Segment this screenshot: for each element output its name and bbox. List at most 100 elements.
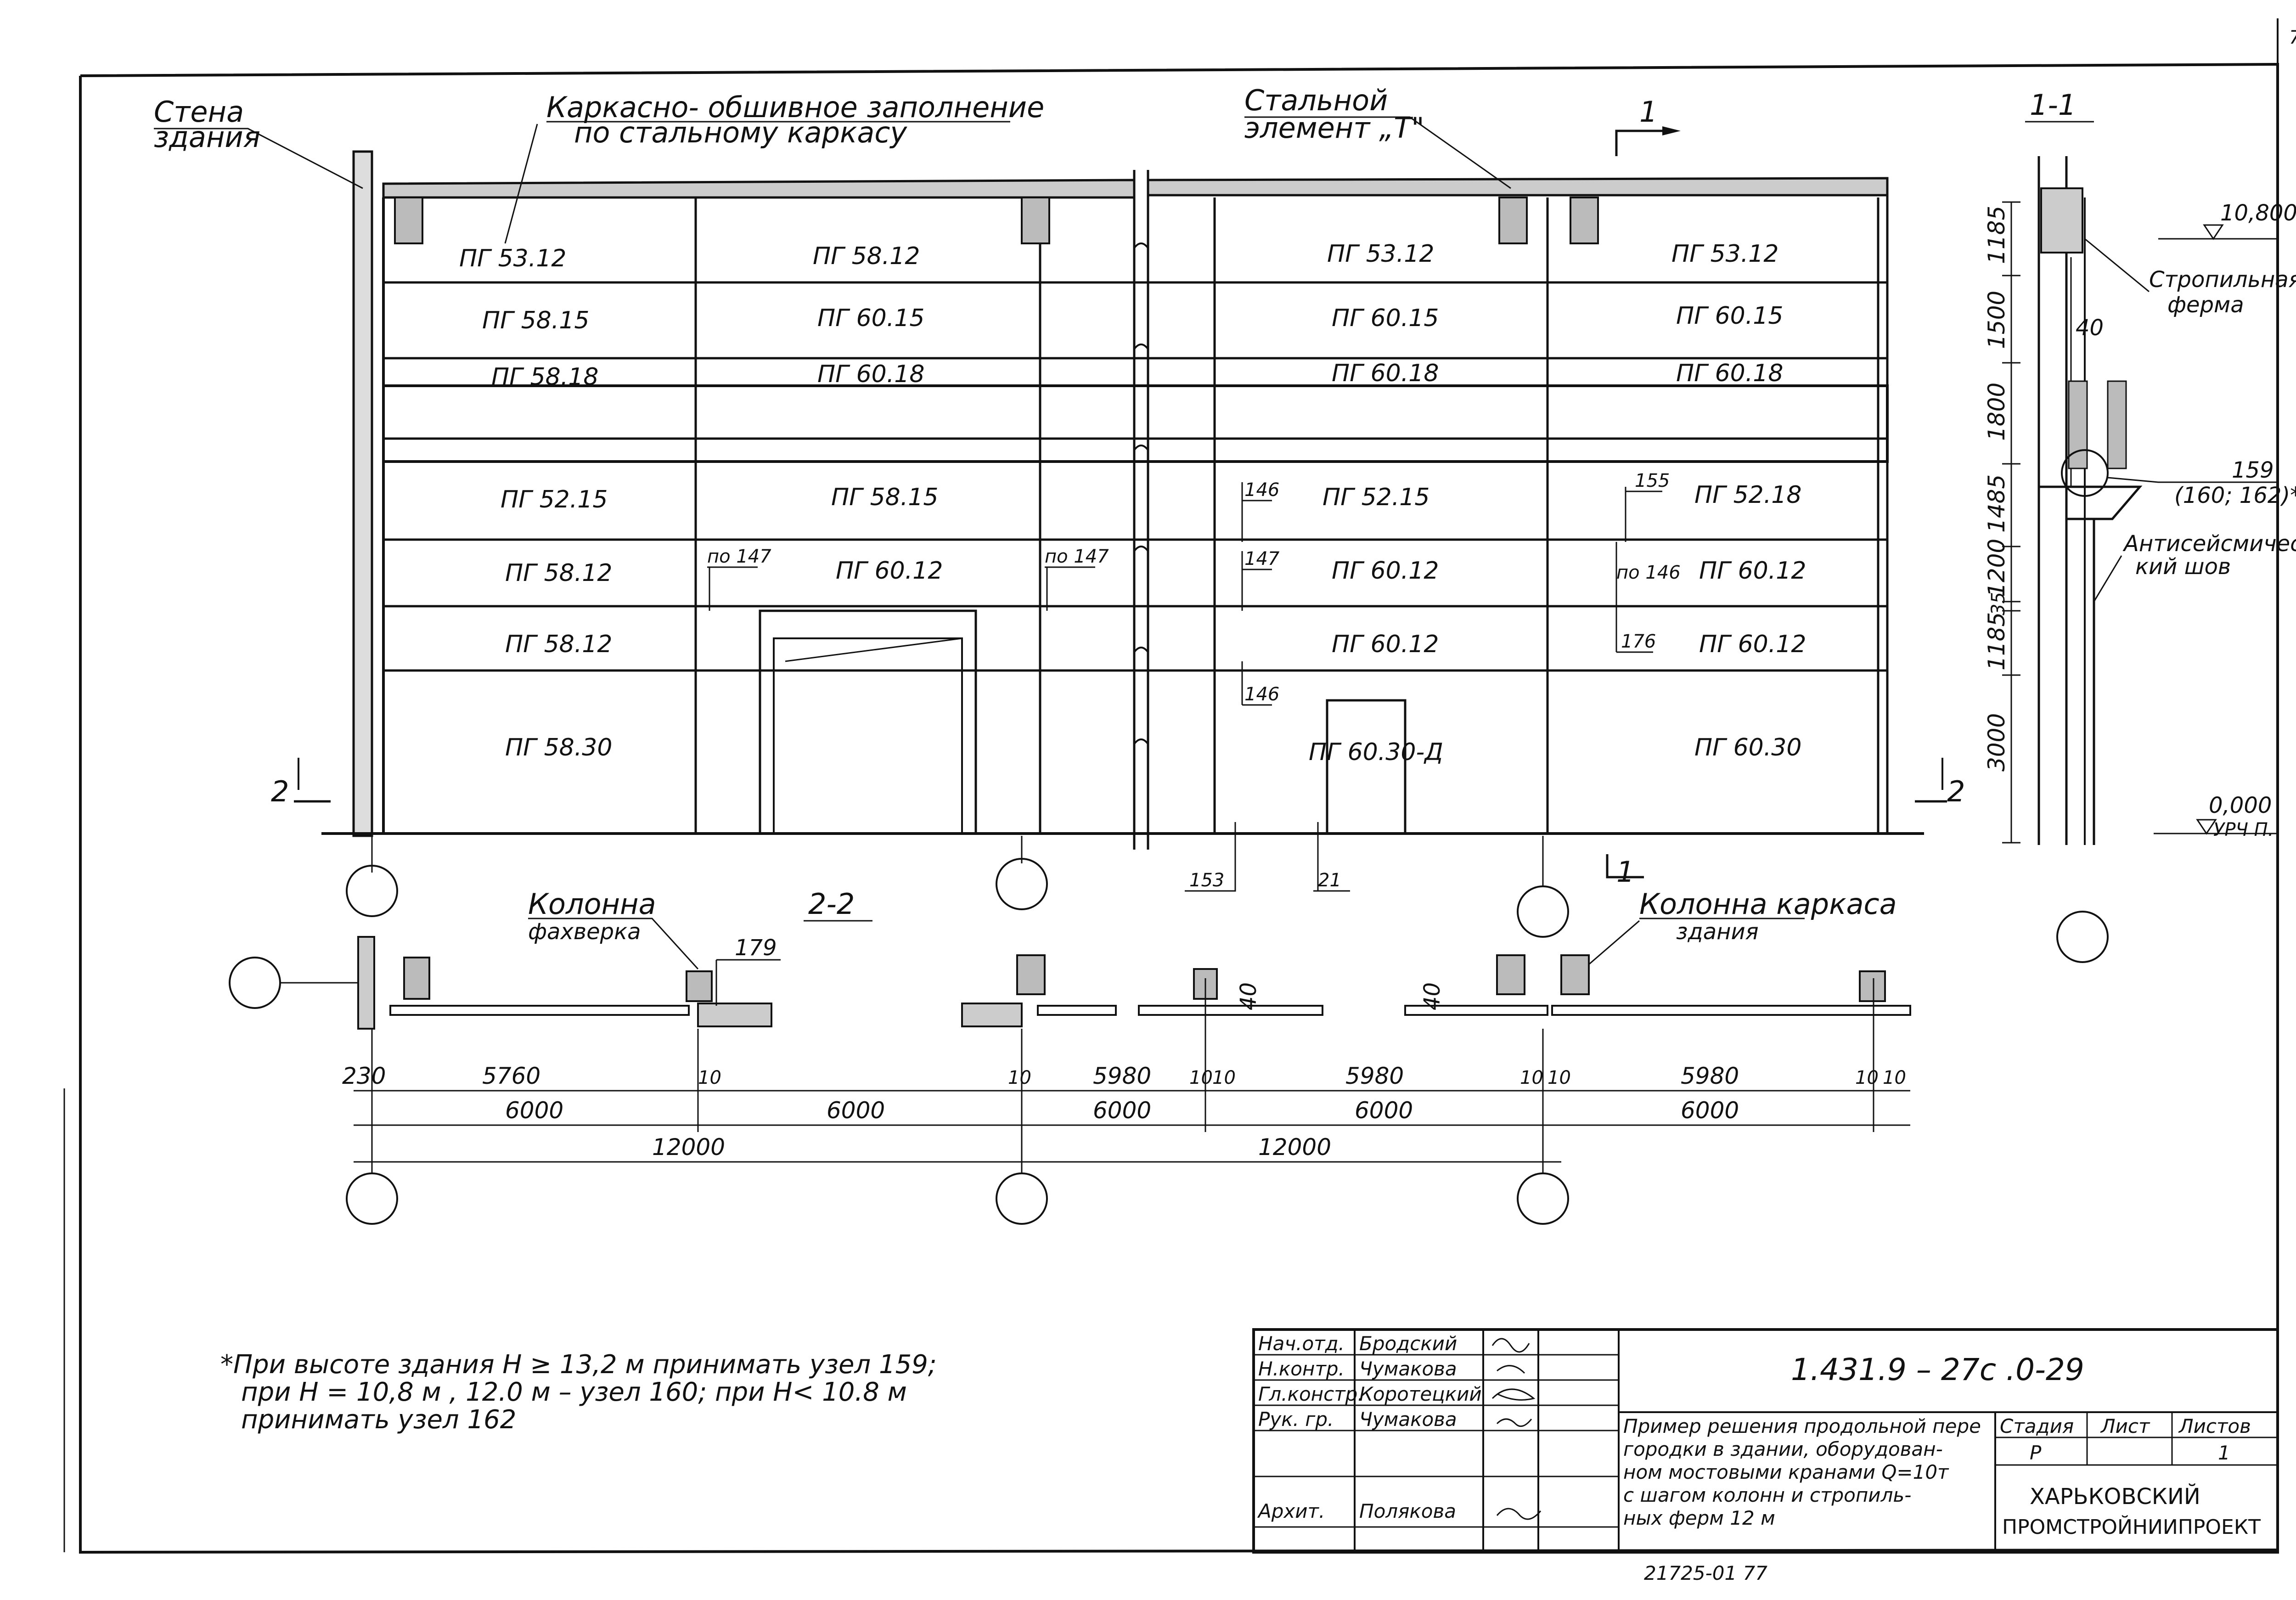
- plan-column: [1859, 970, 1886, 1002]
- column-box: [1498, 197, 1528, 244]
- tb-description: ном мостовыми кранами Q=10т: [1623, 1461, 1949, 1483]
- note-line: при Н = 10,8 м , 12.0 м – узел 160; при …: [241, 1377, 907, 1407]
- callout-steel-element-2: элемент „Т": [1244, 111, 1424, 145]
- plan-dim: 6000: [1355, 1097, 1413, 1124]
- tb-role: Нач.отд.: [1258, 1332, 1345, 1355]
- node-ref: по 146: [1616, 562, 1681, 583]
- section-dim: 40: [2076, 315, 2104, 341]
- section-dim: 1485: [1983, 474, 2010, 533]
- panel-label: ПГ 52.15: [1322, 484, 1429, 511]
- roof-band-right: [1147, 177, 1889, 197]
- node-ref: 147: [1244, 548, 1280, 569]
- node-ref: 21: [1318, 870, 1341, 891]
- plan-dim: 5760: [482, 1063, 540, 1089]
- panel-label: ПГ 60.18: [1332, 360, 1439, 387]
- callout-truss-2: ферма: [2167, 292, 2244, 318]
- plan-column: [686, 970, 713, 1002]
- plan-dim: 6000: [827, 1097, 885, 1124]
- page-number: 76: [2289, 27, 2296, 48]
- tb-org-2: ПРОМСТРОЙНИИПРОЕКТ: [2002, 1515, 2261, 1539]
- plan-column: [1560, 954, 1590, 995]
- panel-label: ПГ 58.30: [505, 734, 612, 761]
- panel-label: ПГ 58.12: [505, 631, 612, 658]
- grid-axis-circle: [996, 1172, 1048, 1225]
- plan-dim: 10: [1212, 1067, 1236, 1088]
- section-dim: 1185: [1983, 206, 2010, 264]
- panel-label: ПГ 58.18: [491, 363, 598, 391]
- plan-dim: 12000: [1258, 1134, 1331, 1161]
- tb-name: Бродский: [1359, 1332, 1457, 1355]
- callout-frame-fill-2: по стальному каркасу: [574, 116, 908, 149]
- cut-mark-2-right: 2: [1947, 775, 1965, 808]
- section-mark-1-bottom: 1: [1616, 855, 1634, 889]
- panel-label: ПГ 60.18: [1676, 360, 1783, 387]
- callout-steel-element: Стальной: [1244, 84, 1388, 117]
- panel-label: ПГ 53.12: [459, 245, 566, 272]
- tb-sheets-value: 1: [2218, 1442, 2230, 1464]
- callout-seismic-2: кий шов: [2135, 554, 2231, 580]
- panel-label: ПГ 58.12: [813, 242, 920, 270]
- plan-dim: 10: [1520, 1067, 1543, 1088]
- panel-label: ПГ 53.12: [1671, 240, 1778, 268]
- tb-stage-label: Стадия: [2000, 1415, 2074, 1437]
- tb-name: Чумакова: [1359, 1358, 1457, 1380]
- panel-label: ПГ 60.12: [836, 557, 943, 585]
- plan-dim: 10: [1548, 1067, 1571, 1088]
- plan-wall: [357, 936, 375, 1030]
- cut-mark-2-left: 2: [271, 775, 289, 808]
- panel-label: ПГ 52.15: [501, 486, 608, 513]
- node-ref-160-162: (160; 162)*: [2174, 483, 2296, 508]
- note-line: принимать узел 162: [241, 1405, 516, 1435]
- callout-column-facade: Колонна: [528, 887, 656, 921]
- tb-description: Пример решения продольной пере: [1623, 1415, 1981, 1437]
- tb-description: городки в здании, оборудован-: [1623, 1438, 1943, 1460]
- plan-dim-40b: 40: [1419, 982, 1445, 1010]
- section-dim: 1500: [1983, 291, 2010, 349]
- plan-dim: 5980: [1345, 1063, 1404, 1089]
- doc-code: 1.431.9 – 27с .0-29: [1791, 1352, 2084, 1387]
- note-line: *При высоте здания Н ≥ 13,2 м принимать …: [220, 1350, 937, 1380]
- callout-seismic: Антисейсмичес-: [2122, 531, 2296, 557]
- tb-role: Рук. гр.: [1258, 1408, 1334, 1431]
- tb-name: Коротецкий: [1359, 1383, 1482, 1405]
- plan-column: [1496, 954, 1525, 995]
- callout-wall: Стена: [154, 95, 244, 129]
- signatures: [1491, 1338, 1542, 1520]
- elevation-zero: 0,000: [2209, 793, 2272, 818]
- tb-role: Н.контр.: [1258, 1358, 1345, 1380]
- section-1-1: 1-1 1185 1500 1800 1485 1200 35: [1983, 88, 2296, 845]
- plan-dim: 12000: [652, 1134, 725, 1161]
- tb-stage-value: Р: [2030, 1442, 2042, 1464]
- section-dim: 1185: [1983, 612, 2010, 670]
- plan-title: 2-2: [808, 887, 855, 921]
- crane-rail-section: [2107, 380, 2127, 469]
- plan-dim: 10: [1855, 1067, 1879, 1088]
- callout-truss: Стропильная: [2149, 267, 2296, 293]
- sheet-frame: [63, 18, 2279, 1554]
- grid-axis-circle: [1517, 885, 1569, 938]
- tb-description: с шагом колонн и стропиль-: [1623, 1484, 1911, 1506]
- plan-dim: 230: [342, 1063, 386, 1089]
- section-dim: 35: [1988, 592, 2009, 615]
- plan-column: [403, 957, 430, 1000]
- column-box: [394, 197, 423, 244]
- node-circle-159: [2061, 449, 2109, 497]
- elevation: ПГ 53.12 ПГ 58.12 ПГ 53.12 ПГ 53.12 ПГ 5…: [321, 150, 1924, 892]
- section-title: 1-1: [2030, 88, 2076, 122]
- node-ref: 153: [1189, 870, 1224, 891]
- section-dim: 1800: [1983, 383, 2010, 441]
- roof-band-left: [382, 179, 1136, 199]
- panel-label: ПГ 60.15: [817, 304, 924, 332]
- callout-column-frame-2: здания: [1676, 919, 1759, 945]
- panel-label: ПГ 53.12: [1327, 240, 1434, 268]
- plan-2-2: 2-2 Колонна фахверка 179 Колонна каркаса…: [342, 887, 1911, 1173]
- node-ref-159: 159: [2232, 457, 2274, 483]
- panel-label: ПГ 60.30: [1694, 734, 1801, 761]
- panel-label: ПГ 52.18: [1694, 481, 1801, 509]
- node-ref: по 147: [707, 546, 771, 567]
- truss-support: [2040, 187, 2083, 254]
- callout-column-frame: Колонна каркаса: [1639, 887, 1897, 921]
- tb-name: Полякова: [1359, 1500, 1456, 1522]
- plan-dim: 6000: [1093, 1097, 1151, 1124]
